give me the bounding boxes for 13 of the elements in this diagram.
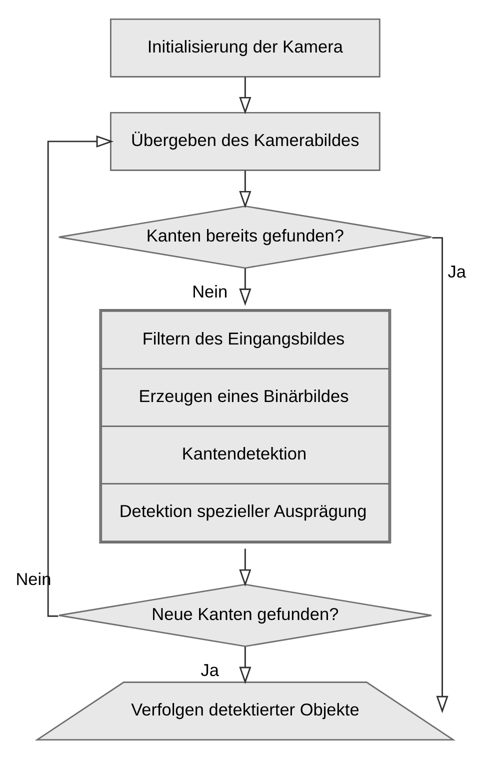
node-box: Übergeben des Kamerabildes [109,111,380,170]
node-diamond: Neue Kanten gefunden? [58,583,432,647]
arrow [238,548,251,586]
arrow [238,76,251,114]
arrow [46,134,114,616]
node-diamond: Kanten bereits gefunden? [58,204,432,268]
edge-label: Ja [200,659,218,680]
arrow [238,170,251,208]
arrow [238,268,251,306]
arrow [238,646,251,684]
node-box: Initialisierung der Kamera [109,18,380,77]
edge-label: Nein [192,281,228,302]
edge-label: Ja [447,261,466,282]
